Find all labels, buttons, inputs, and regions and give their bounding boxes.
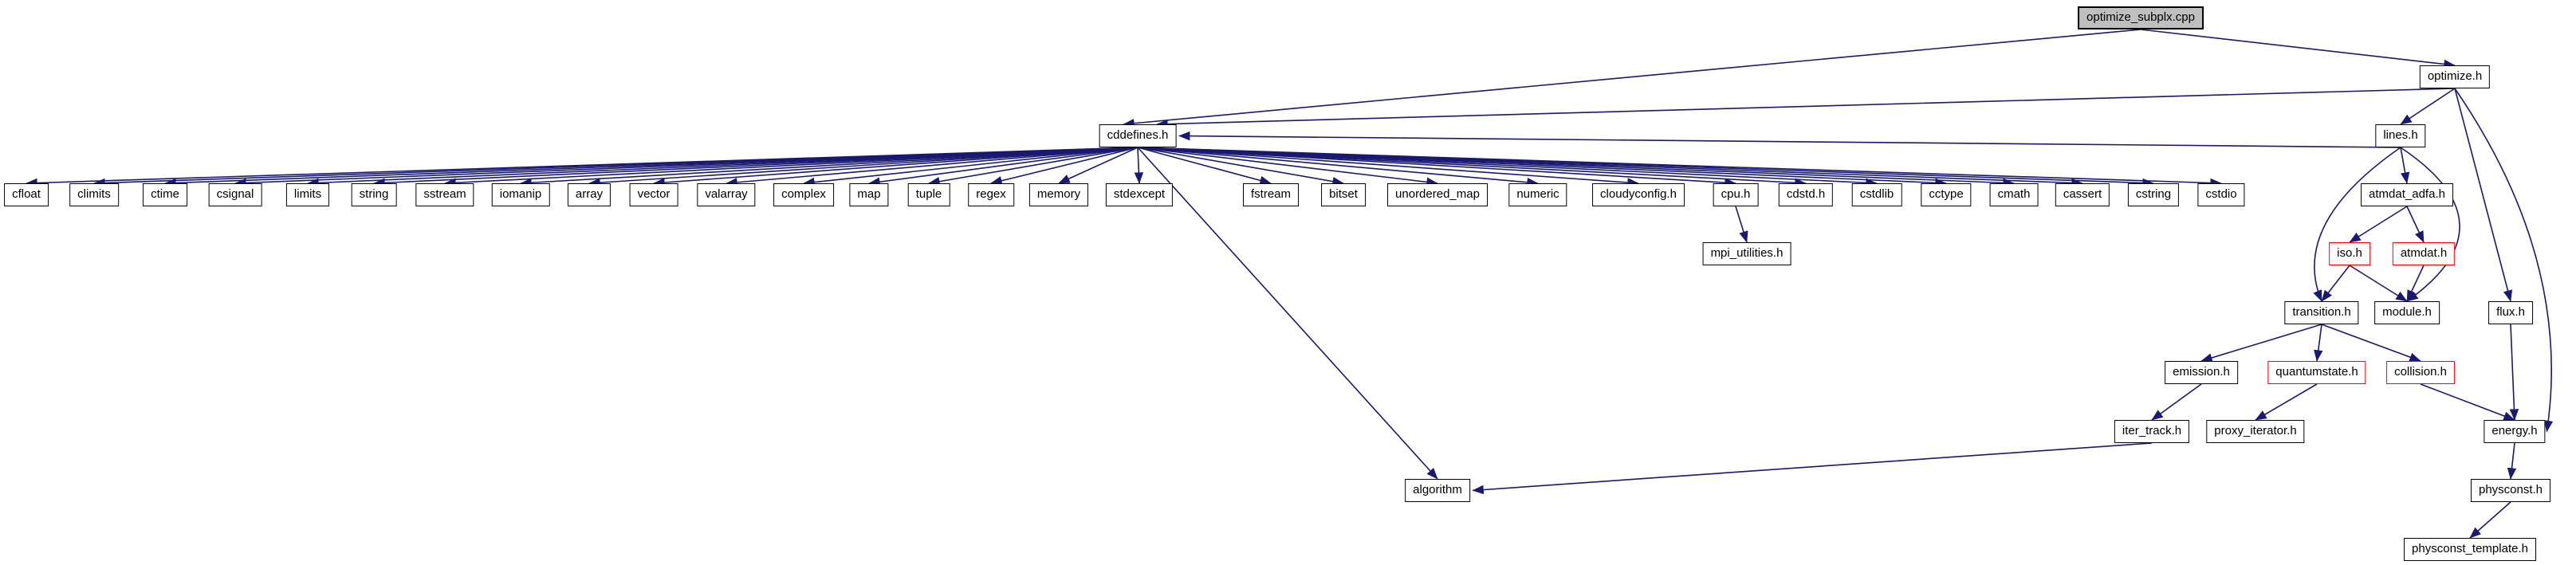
node-physconst_h[interactable]: physconst.h <box>2470 479 2551 502</box>
include-edge-emission_h-to-iter_track_h <box>2151 383 2202 421</box>
include-edge-optimize_subplx_cpp-to-cddefines_h <box>1123 29 2141 128</box>
include-edge-flux_h-to-energy_h <box>2509 324 2519 421</box>
include-edge-atmdat_adfa_h-to-atmdat_h <box>2406 206 2425 243</box>
node-sstream[interactable]: sstream <box>415 183 474 206</box>
node-emission_h[interactable]: emission.h <box>2165 361 2238 384</box>
node-map[interactable]: map <box>849 183 889 206</box>
include-edge-optimize_subplx_cpp-to-optimize_h <box>2140 29 2456 69</box>
include-edge-transition_h-to-emission_h <box>2200 324 2322 363</box>
node-vector[interactable]: vector <box>629 183 678 206</box>
node-cfloat[interactable]: cfloat <box>4 183 49 206</box>
include-edge-optimize_h-to-cddefines_h <box>1156 88 2456 129</box>
include-edge-cddefines_h-to-bitset <box>1137 147 1344 186</box>
include-edge-iso_h-to-module_h <box>2349 265 2408 302</box>
node-physconst_template_h[interactable]: physconst_template.h <box>2404 538 2536 561</box>
node-optimize_subplx_cpp[interactable]: optimize_subplx.cpp <box>2078 6 2204 29</box>
node-valarray[interactable]: valarray <box>697 183 756 206</box>
include-edge-cddefines_h-to-sstream <box>444 147 1139 188</box>
node-numeric[interactable]: numeric <box>1508 183 1567 206</box>
include-edge-cddefines_h-to-cstdio <box>1137 147 2222 188</box>
include-edge-lines_h-to-transition_h <box>2313 147 2401 302</box>
include-edge-cddefines_h-to-stdexcept <box>1134 147 1144 184</box>
include-edge-cddefines_h-to-regex <box>990 147 1139 186</box>
include-edge-optimize_h-to-energy_h <box>2454 88 2554 433</box>
include-edge-iter_track_h-to-algorithm <box>1472 442 2153 495</box>
include-edge-collision_h-to-energy_h <box>2420 383 2515 421</box>
include-edge-cddefines_h-to-vector <box>653 147 1139 187</box>
node-string[interactable]: string <box>351 183 397 206</box>
node-cstdio[interactable]: cstdio <box>2197 183 2245 206</box>
include-edge-atmdat_adfa_h-to-iso_h <box>2349 206 2408 243</box>
node-cctype[interactable]: cctype <box>1921 183 1972 206</box>
include-edge-cddefines_h-to-array <box>588 147 1139 187</box>
include-edge-cddefines_h-to-map <box>868 147 1139 186</box>
include-edge-cddefines_h-to-complex <box>803 147 1139 187</box>
include-edge-cddefines_h-to-algorithm <box>1137 147 1438 480</box>
node-collision_h[interactable]: collision.h <box>2386 361 2455 384</box>
include-edge-cddefines_h-to-iomanip <box>520 147 1139 187</box>
node-memory[interactable]: memory <box>1028 183 1089 206</box>
include-edge-cddefines_h-to-cloudyconfig_h <box>1137 147 1639 187</box>
node-cddefines_h[interactable]: cddefines.h <box>1099 124 1177 147</box>
include-edge-energy_h-to-physconst_h <box>2507 442 2517 480</box>
include-edge-cddefines_h-to-unordered_map <box>1137 147 1438 187</box>
include-edge-cddefines_h-to-tuple <box>928 147 1139 186</box>
node-mpi_utilities_h[interactable]: mpi_utilities.h <box>1702 242 1791 265</box>
node-atmdat_h[interactable]: atmdat.h <box>2392 242 2456 265</box>
node-proxy_iterator_h[interactable]: proxy_iterator.h <box>2206 420 2305 443</box>
node-iso_h[interactable]: iso.h <box>2329 242 2370 265</box>
node-quantumstate_h[interactable]: quantumstate.h <box>2267 361 2366 384</box>
include-edge-optimize_h-to-lines_h <box>2400 88 2456 125</box>
include-edge-lines_h-to-cddefines_h <box>1178 131 2401 148</box>
include-edge-transition_h-to-collision_h <box>2321 324 2421 362</box>
include-edge-quantumstate_h-to-proxy_iterator_h <box>2255 383 2318 421</box>
node-energy_h[interactable]: energy.h <box>2484 420 2546 443</box>
node-cmath[interactable]: cmath <box>1989 183 2039 206</box>
include-edge-cpu_h-to-mpi_utilities_h <box>1735 206 1748 243</box>
node-cdstd_h[interactable]: cdstd.h <box>1778 183 1834 206</box>
node-limits[interactable]: limits <box>285 183 330 206</box>
include-edge-physconst_h-to-physconst_template_h <box>2469 501 2511 539</box>
include-edge-optimize_h-to-flux_h <box>2454 88 2513 302</box>
node-cstring[interactable]: cstring <box>2127 183 2180 206</box>
node-regex[interactable]: regex <box>968 183 1014 206</box>
node-array[interactable]: array <box>567 183 612 206</box>
node-optimize_h[interactable]: optimize.h <box>2419 65 2491 88</box>
node-bitset[interactable]: bitset <box>1321 183 1366 206</box>
include-edge-atmdat_h-to-module_h <box>2406 265 2425 302</box>
node-csignal[interactable]: csignal <box>208 183 262 206</box>
include-edge-iso_h-to-transition_h <box>2321 265 2350 302</box>
node-iter_track_h[interactable]: iter_track.h <box>2114 420 2190 443</box>
node-cstdlib[interactable]: cstdlib <box>1851 183 1902 206</box>
include-edge-cddefines_h-to-numeric <box>1137 147 1539 187</box>
node-transition_h[interactable]: transition.h <box>2284 301 2359 324</box>
node-algorithm[interactable]: algorithm <box>1405 479 1470 502</box>
node-stdexcept[interactable]: stdexcept <box>1105 183 1174 206</box>
include-edge-cddefines_h-to-memory <box>1058 147 1139 184</box>
node-climits[interactable]: climits <box>69 183 119 206</box>
node-module_h[interactable]: module.h <box>2374 301 2440 324</box>
include-edge-lines_h-to-atmdat_adfa_h <box>2400 147 2410 184</box>
node-ctime[interactable]: ctime <box>143 183 187 206</box>
node-complex[interactable]: complex <box>773 183 834 206</box>
node-cassert[interactable]: cassert <box>2055 183 2110 206</box>
include-edge-cddefines_h-to-fstream <box>1137 147 1272 186</box>
node-lines_h[interactable]: lines.h <box>2375 124 2426 147</box>
include-edge-transition_h-to-quantumstate_h <box>2314 324 2323 362</box>
node-cpu_h[interactable]: cpu.h <box>1713 183 1759 206</box>
include-edge-lines_h-to-module_h <box>2400 147 2460 302</box>
include-edge-cddefines_h-to-valarray <box>726 147 1139 187</box>
node-flux_h[interactable]: flux.h <box>2488 301 2533 324</box>
node-tuple[interactable]: tuple <box>907 183 950 206</box>
node-atmdat_adfa_h[interactable]: atmdat_adfa.h <box>2361 183 2453 206</box>
node-fstream[interactable]: fstream <box>1242 183 1300 206</box>
node-cloudyconfig_h[interactable]: cloudyconfig.h <box>1592 183 1685 206</box>
node-iomanip[interactable]: iomanip <box>491 183 550 206</box>
node-unordered_map[interactable]: unordered_map <box>1387 183 1488 206</box>
